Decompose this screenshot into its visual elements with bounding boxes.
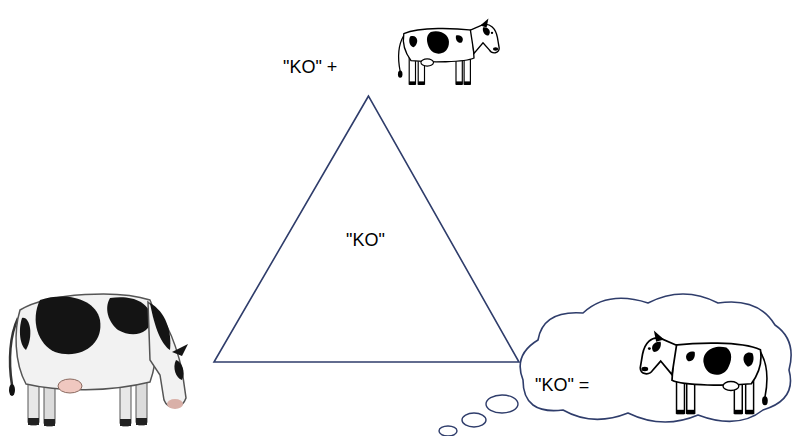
thought-cloud-outline — [513, 285, 797, 425]
triangle-outline — [213, 95, 520, 363]
cow-drawing — [640, 330, 768, 414]
caption-label: "KO" + — [283, 57, 337, 78]
thought-cloud: "KO" = — [513, 285, 797, 425]
thought-bubble — [439, 426, 457, 436]
triangle-node: "KO" — [213, 95, 520, 363]
thought-bubble — [486, 395, 518, 413]
node-text: "KO" = — [535, 375, 589, 396]
cow-photo — [9, 294, 188, 426]
cow-drawing — [398, 18, 499, 85]
node-text: "KO" — [346, 230, 385, 251]
thought-bubble — [462, 413, 486, 427]
